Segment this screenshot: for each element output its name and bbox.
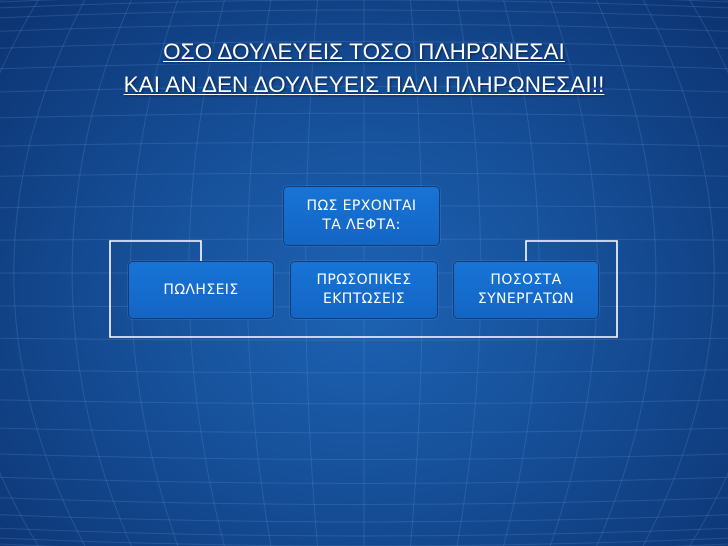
diagram-child-box-personal-discounts: ΠΡΩΣΟΠΙΚΕΣ ΕΚΠΤΩΣΕΙΣ (290, 261, 438, 319)
grid-line (0, 86, 728, 93)
grid-line (0, 514, 728, 523)
grid-line (71, 0, 132, 546)
grid-line (0, 9, 728, 19)
grid-line (0, 527, 728, 537)
grid-line (0, 497, 728, 505)
grid-line (642, 0, 715, 546)
grid-line (0, 141, 728, 147)
slide-title-line-2: ΚΑΙ ΑΝ ΔΕΝ ΔΟΥΛΕΥΕΙΣ ΠΑΛΙ ΠΛΗΡΩΝΕΣΑΙ!! (123, 72, 605, 97)
grid-line (0, 172, 728, 177)
slide-title-line-1: ΟΣΟ ΔΟΥΛΕΥΕΙΣ ΤΟΣΟ ΠΛΗΡΩΝΕΣΑΙ (163, 39, 565, 64)
grid-line (0, 112, 728, 119)
grid-line (0, 427, 728, 434)
diagram-root-label: ΠΩΣ ΕΡΧΟΝΤΑΙ ΤΑ ΛΕΦΤΑ: (306, 198, 417, 233)
grid-line (13, 0, 86, 546)
diagram-child-box-sales: ΠΩΛΗΣΕΙΣ (128, 261, 274, 319)
grid-line (0, 399, 728, 405)
grid-line (0, 337, 728, 341)
diagram-child-label: ΠΡΩΣΟΠΙΚΕΣ ΕΚΠΤΩΣΕΙΣ (316, 272, 412, 307)
diagram-child-label: ΠΟΣΟΣΤΑ ΣΥΝΕΡΓΑΤΩΝ (477, 272, 575, 307)
grid-line (0, 41, 728, 49)
grid-line (0, 453, 728, 460)
diagram-root-box: ΠΩΣ ΕΡΧΟΝΤΑΙ ΤΑ ΛΕΦΤΑ: (283, 186, 440, 246)
grid-line (0, 0, 728, 9)
grid-line (0, 23, 728, 32)
grid-line (0, 537, 728, 546)
diagram-child-label: ΠΩΛΗΣΕΙΣ (163, 281, 239, 298)
grid-line (596, 0, 657, 546)
grid-line (0, 476, 728, 484)
grid-line (0, 62, 728, 70)
diagram-child-box-partner-commissions: ΠΟΣΟΣΤΑ ΣΥΝΕΡΓΑΤΩΝ (453, 261, 599, 319)
grid-line (0, 369, 728, 374)
